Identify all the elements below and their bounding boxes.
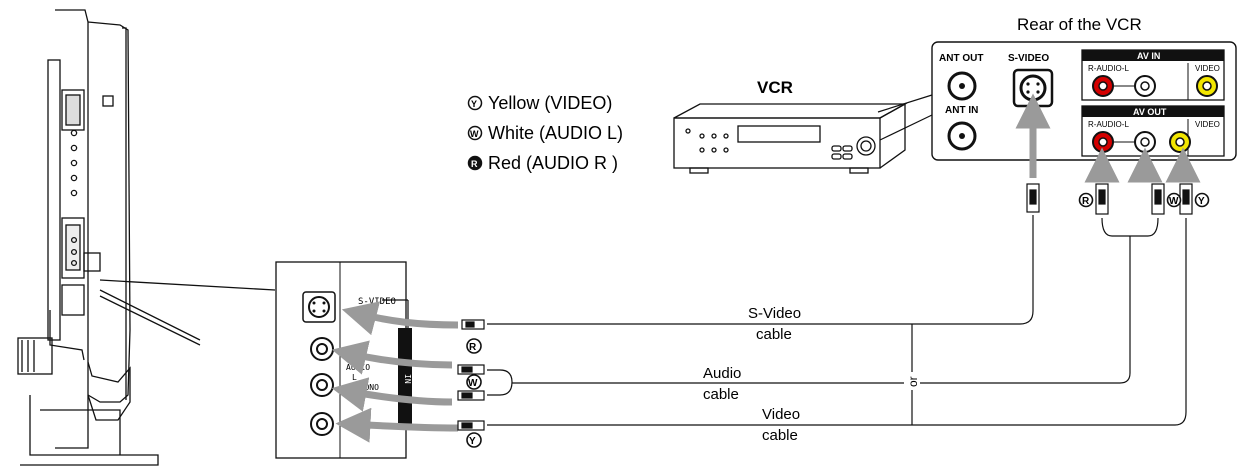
tv-plug-w-mark: W (468, 378, 478, 389)
svideo-cable-label-1: S-Video (748, 305, 801, 322)
tv-svideo-label: S-VIDEO (358, 297, 396, 307)
tv-side-plugs (457, 319, 485, 431)
vcr-plug-w-mark: W (1169, 196, 1179, 207)
vcr-side-plugs (1026, 183, 1193, 215)
video-cable-label-2: cable (762, 427, 798, 444)
legend-white: White (AUDIO L) (488, 123, 623, 143)
audio-cable-label-2: cable (703, 386, 739, 403)
tv-audio-l-jack[interactable] (310, 373, 334, 397)
tv-plug-y-mark: Y (469, 436, 476, 447)
legend-yellow: Yellow (VIDEO) (488, 93, 612, 113)
av-in-r-jack[interactable] (1092, 75, 1114, 97)
vcr-rear-panel: ANT OUT ANT IN S-VIDEO AV IN R-AUDIO-L V… (931, 41, 1237, 161)
audio-cable-label-1: Audio (703, 365, 741, 382)
av-in-audio-label: R-AUDIO-L (1088, 64, 1129, 73)
video-cable-label-1: Video (762, 406, 800, 423)
tv-audio-label: AUDIO (346, 363, 370, 372)
ant-out-label: ANT OUT (939, 53, 983, 64)
av-out-audio-label: R-AUDIO-L (1088, 120, 1129, 129)
av-in-video-jack[interactable] (1196, 75, 1218, 97)
legend-red: Red (AUDIO R ) (488, 153, 618, 173)
vcr-plug-r-mark: R (1082, 196, 1090, 207)
vcr-plug-y-mark: Y (1198, 196, 1205, 207)
av-in-l-jack[interactable] (1134, 75, 1156, 97)
av-out-l-jack[interactable] (1134, 131, 1156, 153)
av-out-video-jack[interactable] (1169, 131, 1191, 153)
av-out-video-label: VIDEO (1195, 120, 1220, 129)
tv-side-view (17, 9, 276, 466)
tv-arrows (331, 301, 459, 443)
vcr-svideo-label: S-VIDEO (1008, 53, 1049, 64)
legend-white-mark: W (470, 129, 479, 139)
vcr-title: VCR (757, 78, 793, 97)
tv-l-label: L (352, 373, 357, 382)
tv-in-label: IN (403, 374, 412, 384)
av-out-label: AV OUT (1133, 107, 1167, 117)
cables (487, 215, 1187, 426)
ant-in-label: ANT IN (945, 105, 978, 116)
tv-video-jack[interactable] (310, 412, 334, 436)
tv-plug-r-mark: R (469, 342, 477, 353)
ant-in-jack[interactable] (947, 121, 977, 151)
av-in-video-label: VIDEO (1195, 64, 1220, 73)
vcr-callout (877, 94, 933, 141)
av-in-label: AV IN (1137, 51, 1160, 61)
or-label: or (906, 376, 920, 387)
vcr-front (673, 102, 908, 174)
ant-out-jack[interactable] (947, 71, 977, 101)
svideo-cable-label-2: cable (756, 326, 792, 343)
legend-yellow-mark: Y (471, 99, 477, 109)
vcr-rear-title: Rear of the VCR (1017, 15, 1142, 34)
legend-red-mark: R (471, 159, 478, 169)
color-legend: Y Yellow (VIDEO) W White (AUDIO L) R Red… (467, 93, 623, 173)
tv-audio-r-jack[interactable] (310, 337, 334, 361)
vcr-arrows (1015, 93, 1201, 183)
av-out-r-jack[interactable] (1092, 131, 1114, 153)
plug-markers (466, 192, 1210, 448)
